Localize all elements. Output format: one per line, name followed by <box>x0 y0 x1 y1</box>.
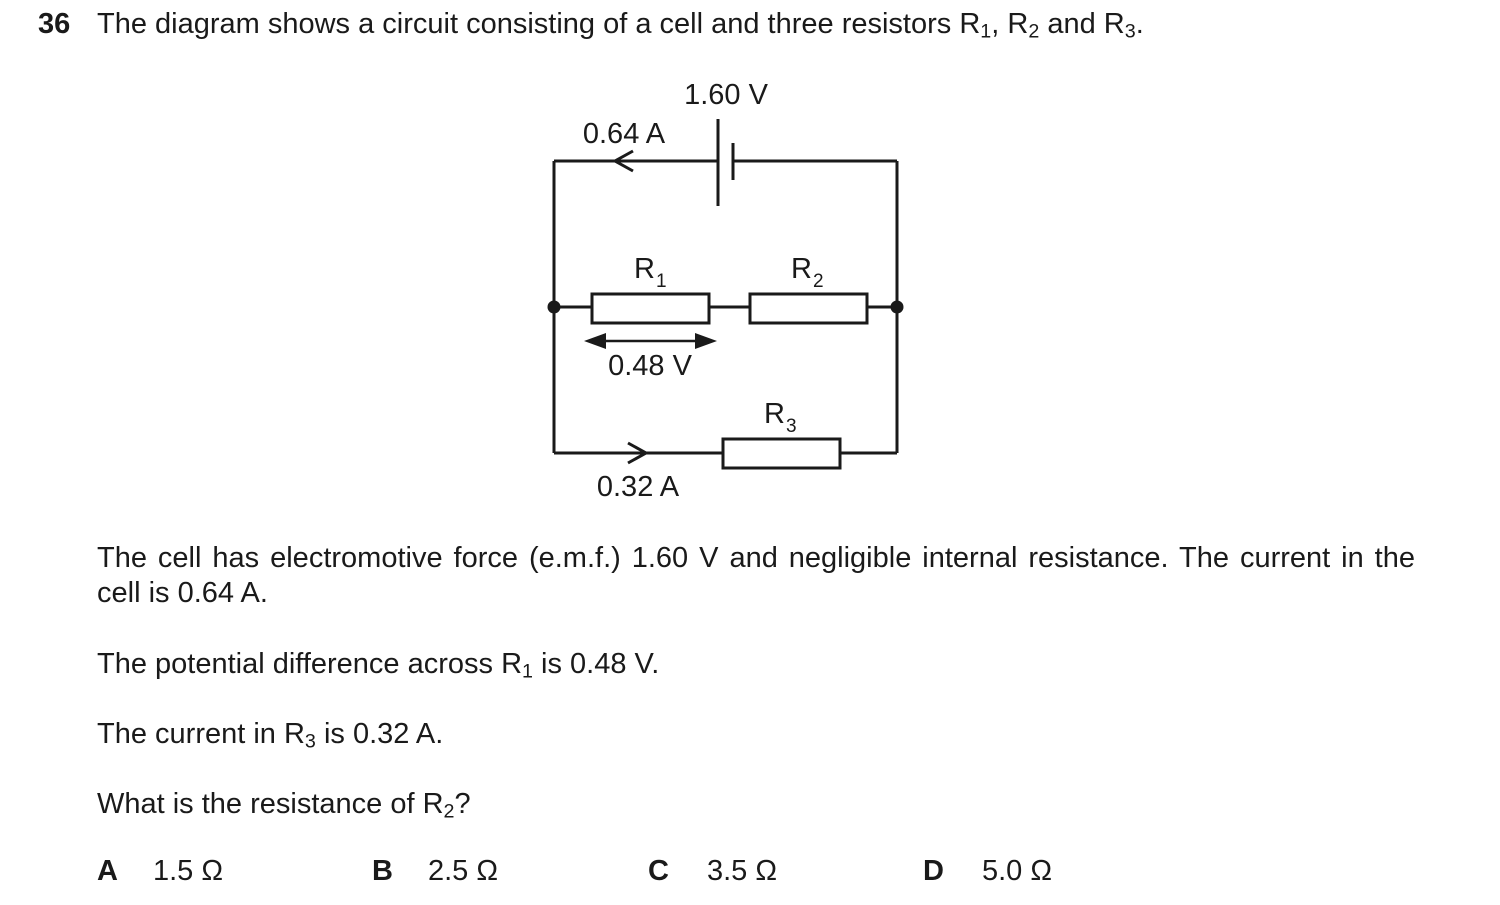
right-junction-dot <box>890 300 904 314</box>
left-junction-dot <box>547 300 561 314</box>
r2-label: R2 <box>791 253 824 292</box>
emf-label: 1.60 V <box>684 79 768 111</box>
pd-arrow-right-head <box>695 333 717 349</box>
option-value: 3.5 Ω <box>706 855 778 887</box>
pd-arrow-left-head <box>584 333 606 349</box>
resistor-r2 <box>748 292 869 325</box>
question-prompt: What is the resistance of R2? <box>97 788 471 823</box>
option-letter: A <box>97 855 118 887</box>
option-value: 1.5 Ω <box>152 855 224 887</box>
paragraph-pd: The potential difference across R1 is 0.… <box>97 648 660 683</box>
r3-label: R3 <box>764 398 797 437</box>
r1-label: R1 <box>634 253 667 292</box>
cell-current-label: 0.64 A <box>583 118 666 150</box>
resistor-r3 <box>721 437 842 470</box>
option-letter: B <box>372 855 393 887</box>
resistor-r1 <box>590 292 711 325</box>
question-stem: The diagram shows a circuit consisting o… <box>97 8 1144 43</box>
option-value: 2.5 Ω <box>427 855 499 887</box>
option-c[interactable]: C 3.5 Ω <box>648 855 777 888</box>
option-d[interactable]: D 5.0 Ω <box>923 855 1052 888</box>
option-b[interactable]: B 2.5 Ω <box>372 855 498 888</box>
r3-current-label: 0.32 A <box>597 471 680 503</box>
cell-current-arrow <box>611 149 634 173</box>
question-number: 36 <box>38 8 71 40</box>
option-letter: D <box>923 855 944 887</box>
r1-pd-label: 0.48 V <box>608 350 692 382</box>
paragraph-current: The current in R3 is 0.32 A. <box>97 718 444 753</box>
r3-current-arrow <box>627 441 650 465</box>
paragraph-emf: The cell has electromotive force (e.m.f.… <box>97 542 1415 609</box>
option-letter: C <box>648 855 669 887</box>
option-value: 5.0 Ω <box>981 855 1053 887</box>
option-a[interactable]: A 1.5 Ω <box>97 855 223 888</box>
